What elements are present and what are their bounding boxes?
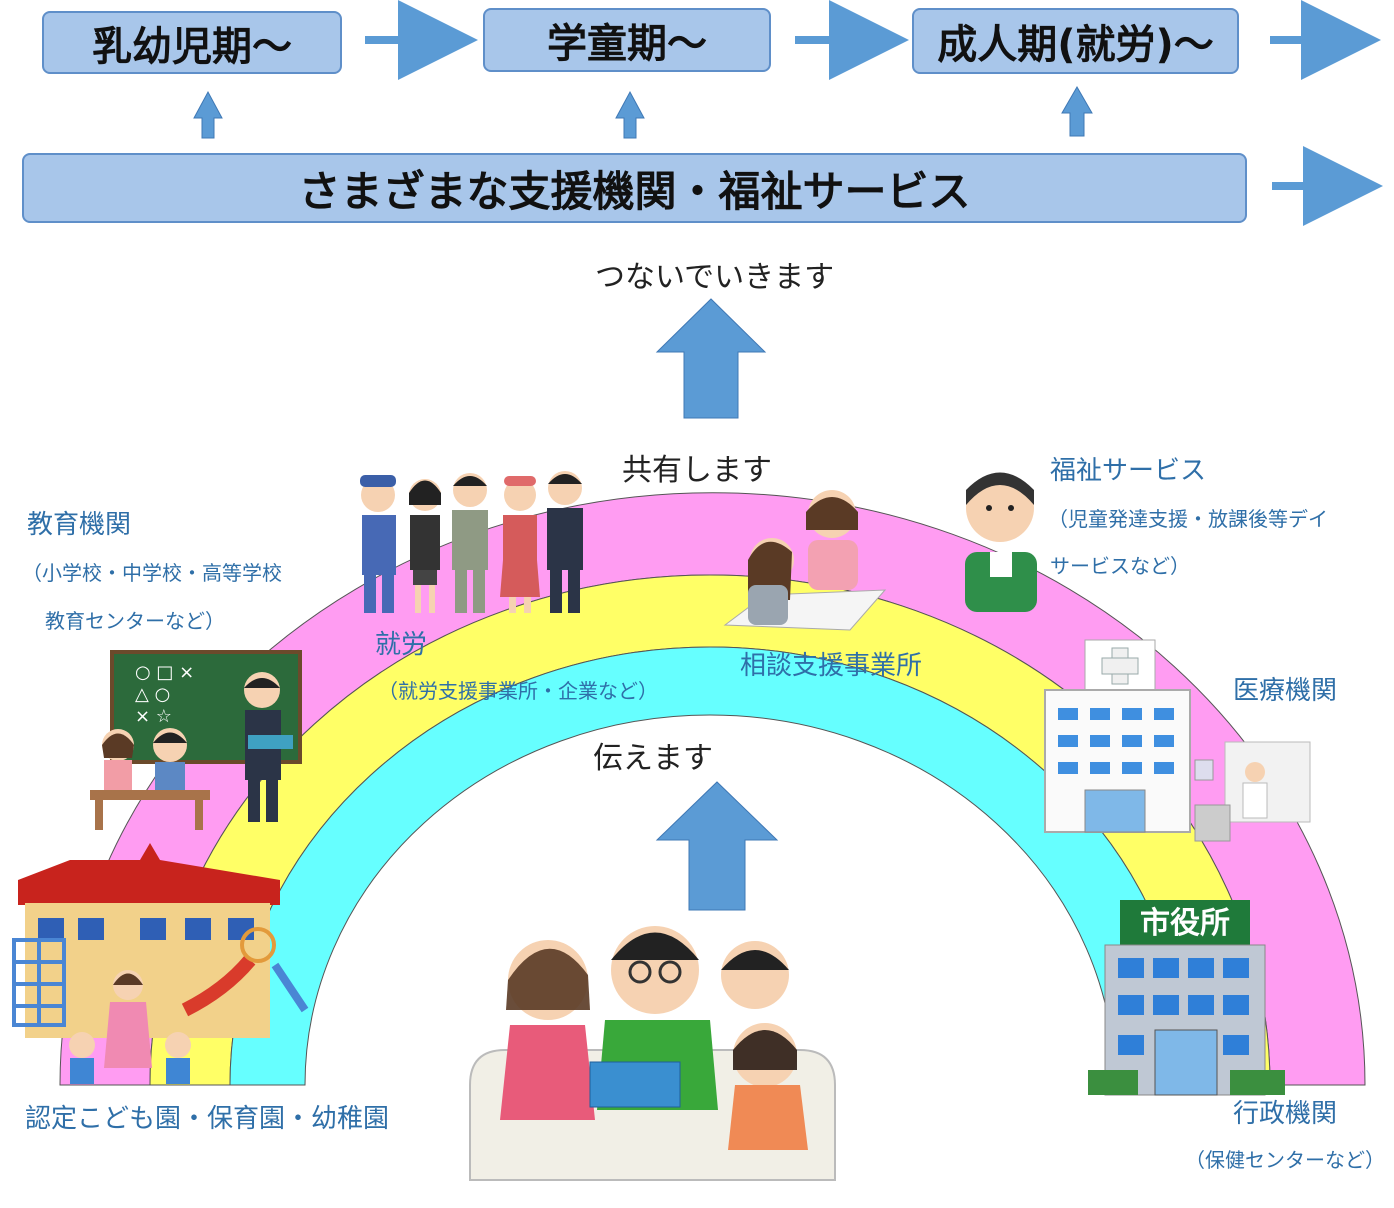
city-hall-illustration: 市役所 xyxy=(1088,900,1285,1096)
svg-text:△ ○: △ ○ xyxy=(135,684,170,705)
share-text: 共有します xyxy=(622,453,772,488)
arrow-up-small-1 xyxy=(193,90,223,139)
stage-box-adulthood: 成人期(就労)～ xyxy=(912,8,1239,74)
connect-text: つないでいきます xyxy=(595,260,835,295)
hospital-illustration xyxy=(1044,639,1311,842)
svg-text:× ☆: × ☆ xyxy=(135,706,172,727)
nursery-illustration xyxy=(12,843,309,1084)
admin-label: 行政機関 xyxy=(1233,1099,1338,1129)
svg-text:○ □ ×: ○ □ × xyxy=(135,662,194,683)
stage-box-school-age: 学童期～ xyxy=(483,8,771,72)
arrow-up-small-3 xyxy=(1061,85,1093,137)
nursery-label: 認定こども園・保育園・幼稚園 xyxy=(25,1104,390,1134)
convey-text: 伝えます xyxy=(593,741,713,776)
education-sub-2: 教育センターなど） xyxy=(45,609,225,633)
welfare-label: 福祉サービス xyxy=(1050,456,1207,486)
welfare-sub-1: （児童発達支援・放課後等デイ xyxy=(1048,507,1328,531)
workers-illustration xyxy=(360,471,583,613)
education-sub-1: （小学校・中学校・高等学校 xyxy=(22,561,282,585)
education-label: 教育機関 xyxy=(27,510,132,540)
stage-label: 学童期～ xyxy=(547,21,707,67)
support-services-box: さまざまな支援機関・福祉サービス xyxy=(22,153,1247,223)
medical-label: 医療機関 xyxy=(1233,676,1338,706)
family-illustration xyxy=(469,926,836,1181)
stage-box-infancy: 乳幼児期～ xyxy=(42,11,342,74)
welfare-staff-illustration xyxy=(965,472,1037,612)
arrow-up-large-1 xyxy=(655,298,767,419)
arrow-up-small-2 xyxy=(615,90,645,139)
arrow-up-large-2 xyxy=(655,781,779,911)
consultation-label: 相談支援事業所 xyxy=(740,651,923,681)
consultation-illustration xyxy=(723,490,887,631)
support-services-label: さまざまな支援機関・福祉サービス xyxy=(298,166,971,216)
stage-label: 成人期(就労)～ xyxy=(937,22,1214,68)
admin-sub: （保健センターなど） xyxy=(1185,1148,1385,1172)
welfare-sub-2: サービスなど） xyxy=(1050,554,1190,578)
employment-label: 就労 xyxy=(375,630,428,660)
employment-sub: （就労支援事業所・企業など） xyxy=(378,679,658,703)
classroom-illustration: ○ □ × △ ○ × ☆ xyxy=(90,650,302,830)
city-hall-sign: 市役所 xyxy=(1140,906,1230,941)
stage-label: 乳幼児期～ xyxy=(92,23,292,70)
